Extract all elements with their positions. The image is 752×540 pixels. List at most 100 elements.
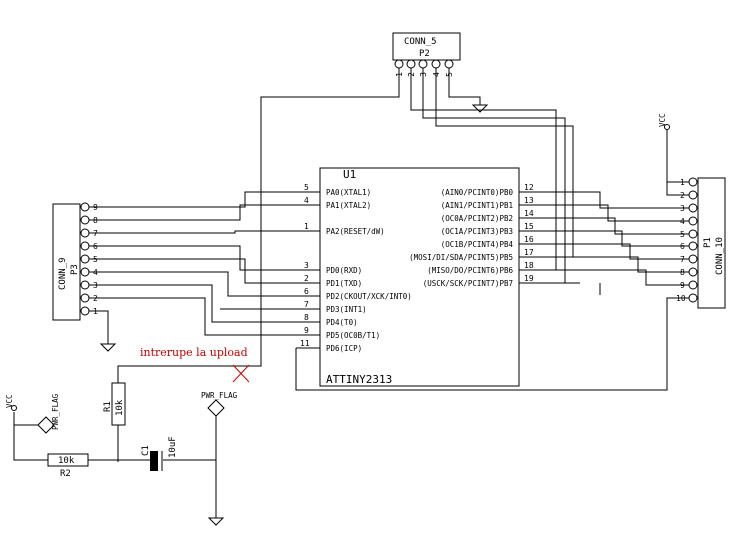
- p1-pin-circle: [688, 190, 698, 200]
- pwr-flag-icon: [207, 399, 225, 417]
- p2-pin-circle: [444, 59, 454, 69]
- wire-p3-pin1-gnd: [89, 310, 109, 344]
- wire-p2-pin2: [410, 68, 557, 271]
- u1-pin-number: 8: [304, 313, 309, 322]
- u1-pin-name: PD6(ICP): [326, 344, 362, 353]
- u1-pin-name: (MISO/DO/PCINT6)PB6: [427, 266, 513, 275]
- wire-p3-pin6: [89, 245, 260, 271]
- annotation: intrerupe la upload: [140, 346, 250, 383]
- gnd-symbols: [99, 104, 489, 526]
- pwr-flag-label: PWR_FLAG: [201, 391, 238, 400]
- p2-pin-circle: [394, 59, 404, 69]
- gnd-icon: [207, 517, 225, 526]
- vcc-icon: [664, 124, 670, 130]
- wire-p3-pin9: [89, 191, 260, 208]
- p1-connector[interactable]: CONN_10 P1 1 2 3 4 5 6 7 8 9 10: [676, 177, 726, 309]
- pwr-flag-label: PWR_FLAG: [51, 393, 60, 430]
- p2-body: [392, 32, 461, 61]
- p1-ref: P1: [703, 237, 713, 248]
- r1-resistor[interactable]: R1 10k: [103, 382, 126, 426]
- c1-value: 10uF: [168, 436, 178, 458]
- p3-pin-circle: [80, 267, 90, 277]
- p3-pin-circle: [80, 228, 90, 238]
- p3-pin-circle: [80, 241, 90, 251]
- wire-vcc-p1: [666, 130, 689, 183]
- u1-pin-name: PD5(OC0B/T1): [326, 331, 380, 340]
- pwr-flag-icon: [37, 416, 55, 434]
- c1-capacitor[interactable]: C1 10uF: [141, 436, 178, 471]
- u1-pin-number: 18: [524, 261, 534, 270]
- u1-pin-number: 13: [524, 196, 534, 205]
- u1-pin-name: PA2(RESET/dW): [326, 227, 385, 236]
- u1-pin-name: (AIN1/PCINT1)PB1: [441, 201, 513, 210]
- wire-vcc-p1-pin2: [666, 182, 689, 196]
- u1-pin-number: 12: [524, 183, 534, 192]
- p3-pin-circle: [80, 202, 90, 212]
- u1-pin-number: 4: [304, 196, 309, 205]
- u1-pin-name: PD4(T0): [326, 318, 358, 327]
- r1-body: [111, 382, 126, 426]
- p1-pin-circle: [688, 177, 698, 187]
- cross-mark-icon: [232, 364, 250, 383]
- u1-value: ATTINY2313: [326, 373, 392, 386]
- u1-pin-name: (USCK/SCK/PCINT7)PB7: [423, 279, 513, 288]
- p2-pin-circle: [418, 59, 428, 69]
- u1-pin-name: PD0(RXD): [326, 266, 362, 275]
- u1-pin-name: PA0(XTAL1): [326, 188, 371, 197]
- u1-pin-number: 3: [304, 261, 309, 270]
- r1-value: 10k: [115, 399, 125, 416]
- wire-vcc-r2: [13, 412, 48, 461]
- p2-value: CONN_5: [404, 37, 437, 47]
- r1-ref: R1: [103, 401, 113, 412]
- u1-pin-number: 19: [524, 274, 534, 283]
- u1-pin-name: PA1(XTAL2): [326, 201, 371, 210]
- wire-pd6-p1-pin10: [295, 297, 689, 391]
- wire-p2-pin5-gnd: [448, 68, 481, 105]
- r2-value: 10k: [58, 456, 75, 466]
- p3-connector[interactable]: CONN_9 P3 9 8 7 6 5 4 3 2 1: [52, 202, 98, 321]
- c1-plate: [150, 451, 158, 471]
- u1-pin-number: 2: [304, 274, 309, 283]
- p2-connector[interactable]: CONN_5 P2 1 2 3 4 5: [392, 32, 461, 77]
- u1-pin-number: 7: [304, 300, 309, 309]
- p1-pin-circle: [688, 267, 698, 277]
- p3-value: CONN_9: [58, 257, 68, 290]
- r2-resistor[interactable]: 10k R2: [47, 453, 89, 479]
- wire-p2-pin3: [422, 68, 566, 284]
- p2-pin-circle: [431, 59, 441, 69]
- vcc-icon: [11, 405, 17, 411]
- c1-ref: C1: [141, 445, 151, 456]
- u1-pin-name: PD1(TXD): [326, 279, 362, 288]
- u1-chip[interactable]: U1 ATTINY2313 5 4 1 3 2 6 7 8 9 11 PA0: [260, 167, 580, 387]
- wire-pb1: [580, 204, 689, 222]
- u1-pin-name: (OC1B/PCINT4)PB4: [441, 240, 514, 249]
- u1-pin-number: 5: [304, 183, 309, 192]
- u1-pin-number: 9: [304, 326, 309, 335]
- p3-pin-circle: [80, 306, 90, 316]
- u1-pin-name: (AIN0/PCINT0)PB0: [441, 188, 514, 197]
- p3-pin-circle: [80, 293, 90, 303]
- p3-body: [52, 203, 81, 321]
- r2-body: [47, 453, 89, 467]
- p1-body: [697, 177, 726, 309]
- wire-p2-pin4: [435, 68, 574, 258]
- u1-pin-number: 16: [524, 235, 534, 244]
- wire-p3-pin2: [89, 297, 260, 336]
- vcc-label: VCC: [5, 394, 14, 408]
- u1-pin-number: 15: [524, 222, 534, 231]
- p1-pin-circle: [688, 254, 698, 264]
- r2-ref: R2: [60, 469, 71, 479]
- p1-pin-circle: [688, 229, 698, 239]
- gnd-icon: [471, 104, 489, 113]
- gnd-icon: [99, 343, 117, 352]
- pwr-flag-right: PWR_FLAG: [201, 391, 238, 417]
- p3-pin-circle: [80, 280, 90, 290]
- p1-pin-circle: [688, 241, 698, 251]
- p1-pin-circle: [688, 216, 698, 226]
- u1-pin-number: 6: [304, 287, 309, 296]
- p2-ref: P2: [419, 49, 430, 59]
- p2-pin-circle: [406, 59, 416, 69]
- wire-pb5: [580, 256, 689, 273]
- vcc-symbol-left: VCC: [5, 394, 17, 411]
- p3-ref: P3: [70, 264, 80, 275]
